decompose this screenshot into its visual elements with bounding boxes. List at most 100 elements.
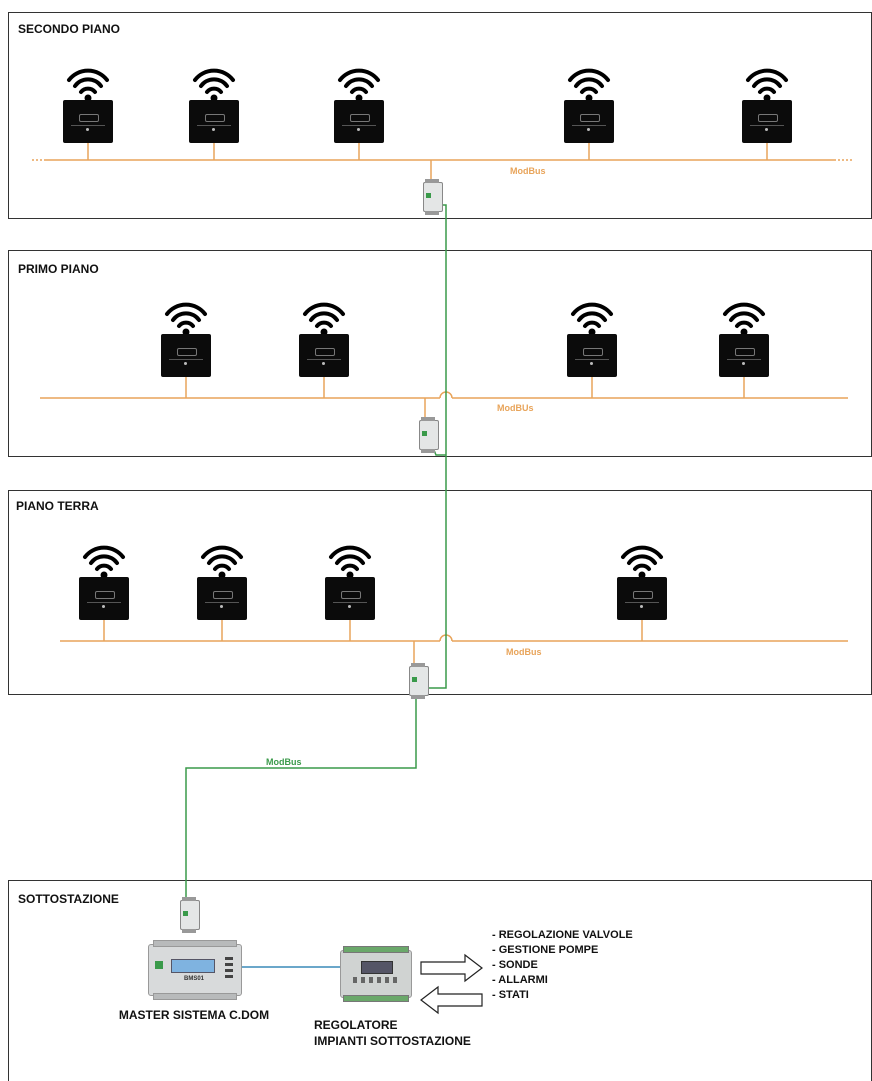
primo-bus-label: ModBUs xyxy=(497,403,534,413)
thermostat-display xyxy=(213,591,233,599)
function-item: - SONDE xyxy=(492,959,538,971)
thermostat-line xyxy=(575,359,609,360)
function-item: - GESTIONE POMPE xyxy=(492,944,599,956)
modbus-converter-module xyxy=(423,179,443,215)
thermostat-dot xyxy=(587,128,590,131)
regulator-top-terminals xyxy=(343,946,409,953)
thermostat-display xyxy=(79,114,99,122)
terra-bus-label: ModBus xyxy=(506,647,542,657)
thermostat-line xyxy=(169,359,203,360)
thermostat-panel xyxy=(79,577,129,620)
wifi-icon xyxy=(193,68,235,102)
thermostat-line xyxy=(71,125,105,126)
wifi-icon xyxy=(338,68,380,102)
master-bottom-terminals xyxy=(153,993,237,1000)
thermostat-line xyxy=(333,602,367,603)
secondo-bus-label: ModBus xyxy=(510,166,546,176)
regulator-bottom-terminals xyxy=(343,995,409,1002)
module-top-terminal xyxy=(182,897,196,901)
regulator-controller xyxy=(340,946,412,1002)
thermostat-dot xyxy=(220,605,223,608)
primo-drops xyxy=(185,377,745,420)
module-logo-icon xyxy=(183,911,188,916)
primo-piano-title: PRIMO PIANO xyxy=(18,262,99,276)
thermostat-line xyxy=(205,602,239,603)
thermostat-display xyxy=(315,348,335,356)
thermostat-line xyxy=(307,359,341,360)
thermostat-line xyxy=(572,125,606,126)
thermostat-line xyxy=(750,125,784,126)
thermostat-display xyxy=(205,114,225,122)
thermostat-display xyxy=(580,114,600,122)
arrow-right-icon xyxy=(420,953,483,983)
thermostat-panel xyxy=(63,100,113,143)
thermostat-dot xyxy=(86,128,89,131)
thermostat-line xyxy=(87,602,121,603)
master-leds xyxy=(225,957,233,981)
thermostat-display xyxy=(341,591,361,599)
thermostat-line xyxy=(625,602,659,603)
master-controller: BMS01 xyxy=(148,940,242,1000)
wifi-icon xyxy=(723,302,765,336)
wifi-icon xyxy=(621,545,663,579)
function-item: - ALLARMI xyxy=(492,974,548,986)
wifi-icon xyxy=(201,545,243,579)
module-top-terminal xyxy=(421,417,435,421)
thermostat-panel xyxy=(742,100,792,143)
thermostat-dot xyxy=(322,362,325,365)
master-model-label: BMS01 xyxy=(184,976,205,982)
thermostat-dot xyxy=(212,128,215,131)
thermostat-dot xyxy=(348,605,351,608)
module-bottom-terminal xyxy=(425,211,439,215)
thermostat-line xyxy=(197,125,231,126)
thermostat-display xyxy=(350,114,370,122)
wifi-icon xyxy=(329,545,371,579)
thermostat-dot xyxy=(765,128,768,131)
thermostat-display xyxy=(735,348,755,356)
function-list: - REGOLAZIONE VALVOLE - GESTIONE POMPE -… xyxy=(492,928,633,1003)
terra-drops xyxy=(103,620,643,666)
wifi-icon xyxy=(571,302,613,336)
module-bottom-terminal xyxy=(421,449,435,453)
module-bottom-terminal xyxy=(182,929,196,933)
module-top-terminal xyxy=(411,663,425,667)
secondo-piano-title: SECONDO PIANO xyxy=(18,22,121,36)
wifi-icon xyxy=(165,302,207,336)
module-bottom-terminal xyxy=(411,695,425,699)
arrow-left-icon xyxy=(420,985,483,1015)
function-item: - STATI xyxy=(492,989,529,1001)
thermostat-line xyxy=(727,359,761,360)
thermostat-display xyxy=(177,348,197,356)
regulator-buttons xyxy=(353,977,397,983)
function-item: - REGOLAZIONE VALVOLE xyxy=(492,929,633,941)
regulator-screen xyxy=(361,961,393,974)
thermostat-panel xyxy=(719,334,769,377)
thermostat-line xyxy=(342,125,376,126)
thermostat-panel xyxy=(564,100,614,143)
module-logo-icon xyxy=(426,193,431,198)
sottostazione-title: SOTTOSTAZIONE xyxy=(18,892,119,906)
thermostat-display xyxy=(633,591,653,599)
riser-bus-label: ModBus xyxy=(266,757,302,767)
thermostat-panel xyxy=(197,577,247,620)
thermostat-dot xyxy=(184,362,187,365)
thermostat-dot xyxy=(742,362,745,365)
wifi-icon xyxy=(303,302,345,336)
thermostat-display xyxy=(583,348,603,356)
thermostat-panel xyxy=(617,577,667,620)
master-top-terminals xyxy=(153,940,237,947)
thermostat-panel xyxy=(334,100,384,143)
master-screen xyxy=(171,959,215,973)
secondo-drops xyxy=(87,143,768,182)
thermostat-panel xyxy=(161,334,211,377)
wifi-icon xyxy=(67,68,109,102)
modbus-converter-module xyxy=(419,417,439,453)
thermostat-dot xyxy=(640,605,643,608)
regulator-label-line2: IMPIANTI SOTTOSTAZIONE xyxy=(314,1034,471,1048)
piano-terra-title: PIANO TERRA xyxy=(16,499,99,513)
thermostat-display xyxy=(95,591,115,599)
wifi-icon xyxy=(568,68,610,102)
module-logo-icon xyxy=(412,677,417,682)
thermostat-panel xyxy=(567,334,617,377)
